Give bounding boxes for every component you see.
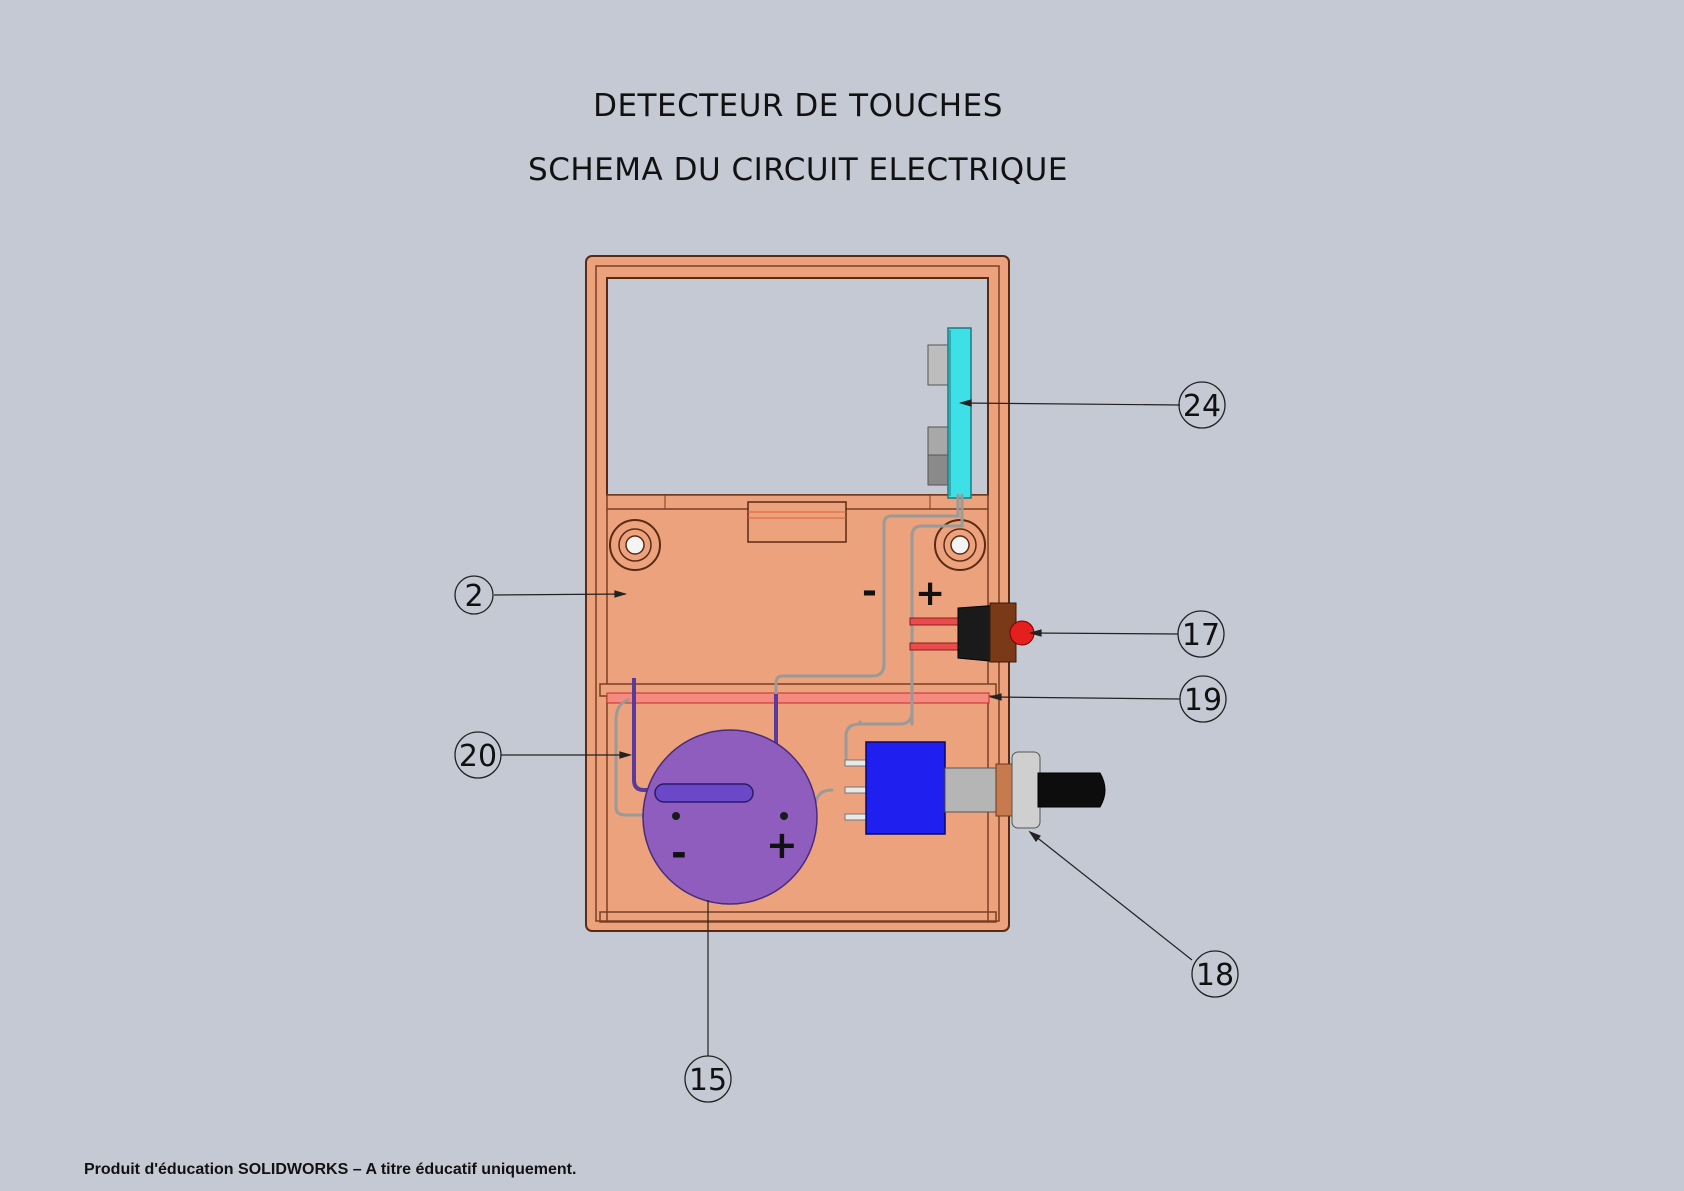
svg-text:18: 18 — [1196, 958, 1234, 993]
drawing-subtitle: SCHEMA DU CIRCUIT ELECTRIQUE — [528, 152, 1068, 188]
top-minus-sign: - — [862, 571, 877, 612]
toggle-switch — [844, 741, 1106, 835]
battery — [642, 729, 818, 905]
svg-text:15: 15 — [689, 1063, 727, 1098]
drawing-title: DETECTEUR DE TOUCHES — [593, 88, 1003, 124]
svg-text:17: 17 — [1182, 618, 1220, 653]
top-plus-sign: + — [915, 573, 945, 614]
footer-notice: Produit d'éducation SOLIDWORKS – A titre… — [84, 1161, 577, 1178]
housing-inner-frame — [595, 265, 1000, 922]
svg-text:2: 2 — [464, 579, 483, 614]
screw-boss-left — [609, 519, 661, 571]
touch-sensor-board — [927, 327, 972, 499]
svg-text:24: 24 — [1183, 389, 1221, 424]
callout-18: 18 — [1191, 950, 1239, 998]
housing-window — [606, 277, 989, 496]
callout-2: 2 — [454, 575, 494, 615]
callout-17: 17 — [1177, 610, 1225, 658]
callout-24: 24 — [1178, 381, 1226, 429]
callout-19: 19 — [1179, 675, 1227, 723]
led-indicator — [909, 602, 1035, 663]
callout-20: 20 — [454, 731, 502, 779]
svg-text:20: 20 — [459, 739, 497, 774]
leader-lines — [493, 399, 1193, 1056]
callout-15: 15 — [684, 1055, 732, 1103]
svg-text:19: 19 — [1184, 683, 1222, 718]
battery-minus-sign: - — [671, 831, 687, 875]
screw-boss-right — [934, 519, 986, 571]
battery-plus-sign: + — [766, 823, 798, 867]
latch-tab — [747, 501, 847, 543]
copper-bar — [606, 692, 990, 704]
